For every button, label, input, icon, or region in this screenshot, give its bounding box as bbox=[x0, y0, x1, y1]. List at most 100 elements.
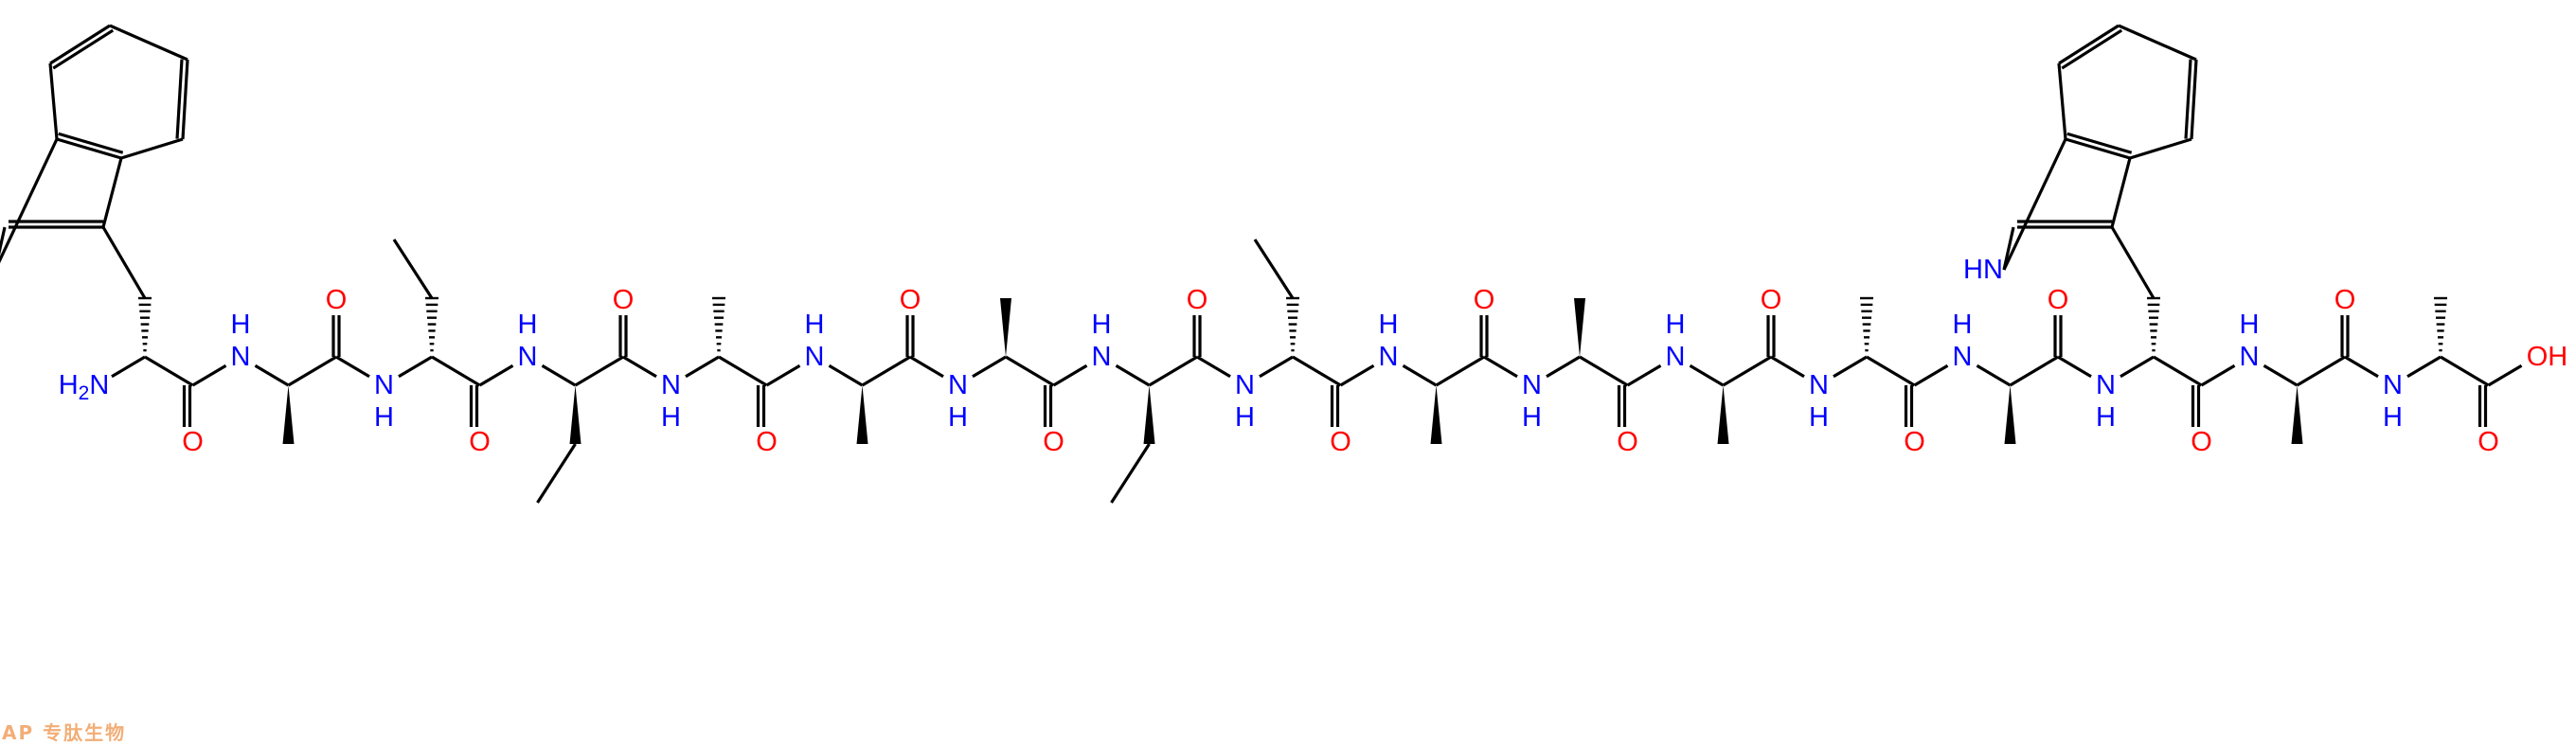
benzene-double-bond bbox=[2190, 59, 2198, 140]
side-chain-bond bbox=[2110, 226, 2156, 299]
backbone-bond bbox=[2263, 364, 2299, 387]
indole-double-bond bbox=[2066, 132, 2133, 154]
watermark-logo: AP 专肽生物 bbox=[2, 721, 127, 744]
backbone-bond bbox=[718, 355, 768, 387]
carbonyl-oxygen-label: O bbox=[900, 285, 921, 315]
amide-nitrogen-label: N bbox=[805, 342, 825, 372]
benzene-double-bond bbox=[49, 24, 111, 65]
backbone-bond bbox=[1005, 355, 1055, 387]
side-chain-bond bbox=[392, 239, 434, 299]
amide-hydrogen-label: H bbox=[805, 310, 825, 340]
backbone-bond bbox=[1913, 364, 1949, 387]
amide-hydrogen-label: H bbox=[1809, 402, 1829, 433]
benzene-double-bond bbox=[175, 59, 184, 139]
amide-hydrogen-label: H bbox=[1953, 310, 1973, 340]
side-chain-bond bbox=[101, 157, 123, 228]
benzene-double-bond bbox=[181, 59, 189, 140]
wedge-bond bbox=[569, 385, 581, 444]
atom-label-layer: H2NNHNHNHNHNHNHNHNHNHNHNHNHNHNHNHNHOOOOO… bbox=[59, 255, 2568, 457]
indole-nh-label: HN bbox=[1963, 255, 2003, 285]
amide-nitrogen-label: N bbox=[374, 370, 394, 400]
amide-nitrogen-label: N bbox=[231, 342, 251, 372]
backbone-bond bbox=[1626, 364, 1662, 387]
side-chain-bond bbox=[2118, 24, 2197, 62]
side-chain-bond bbox=[2129, 137, 2192, 160]
bond-layer bbox=[0, 24, 2523, 504]
backbone-bond bbox=[1976, 364, 2012, 387]
amide-hydrogen-label: H bbox=[948, 402, 968, 433]
backbone-bond bbox=[191, 364, 227, 387]
carbonyl-oxygen-label: O bbox=[1474, 285, 1495, 315]
backbone-bond bbox=[622, 355, 657, 379]
backbone-bond bbox=[2296, 355, 2346, 387]
benzene-double-bond bbox=[2061, 28, 2123, 70]
carbonyl-oxygen-label: O bbox=[2334, 285, 2356, 315]
c-terminus-bond bbox=[2487, 364, 2523, 387]
benzene-double-bond bbox=[2058, 24, 2120, 65]
amide-nitrogen-label: N bbox=[1235, 370, 1255, 400]
side-chain-bond bbox=[2110, 157, 2132, 228]
backbone-bond bbox=[2153, 355, 2203, 387]
amide-nitrogen-label: N bbox=[518, 342, 538, 372]
backbone-bond bbox=[111, 355, 146, 379]
amide-nitrogen-label: N bbox=[1666, 342, 1686, 372]
amide-nitrogen-label: N bbox=[948, 370, 968, 400]
wedge-bond bbox=[1430, 385, 1442, 444]
amide-nitrogen-label: N bbox=[1522, 370, 1542, 400]
side-chain-bond bbox=[536, 443, 577, 504]
amide-nitrogen-label: N bbox=[1809, 370, 1829, 400]
amide-nitrogen-label: N bbox=[1953, 342, 1973, 372]
amide-hydrogen-label: H bbox=[2383, 402, 2403, 433]
carbonyl-oxygen-label: O bbox=[2048, 285, 2069, 315]
backbone-bond bbox=[2440, 355, 2490, 387]
carbonyl-oxygen-label: O bbox=[1617, 427, 1638, 457]
backbone-bond bbox=[1722, 355, 1772, 387]
side-chain-bond bbox=[2057, 62, 2067, 140]
carbonyl-oxygen-label: O bbox=[182, 427, 204, 457]
backbone-bond bbox=[144, 355, 194, 387]
indole-bond bbox=[2002, 138, 2067, 271]
n-terminus-amine-label: H2N bbox=[59, 370, 110, 404]
backbone-bond bbox=[1689, 364, 1725, 387]
backbone-bond bbox=[972, 355, 1007, 379]
backbone-bond bbox=[2057, 355, 2092, 379]
amide-hydrogen-label: H bbox=[518, 310, 538, 340]
backbone-bond bbox=[2120, 355, 2155, 379]
backbone-bond bbox=[1483, 355, 1518, 379]
backbone-bond bbox=[1115, 364, 1151, 387]
amide-hydrogen-label: H bbox=[1666, 310, 1686, 340]
amide-hydrogen-label: H bbox=[231, 310, 251, 340]
backbone-bond bbox=[1259, 355, 1294, 379]
carbonyl-oxygen-label: O bbox=[756, 427, 778, 457]
carbonyl-oxygen-label: O bbox=[1043, 427, 1064, 457]
backbone-bond bbox=[1196, 355, 1231, 379]
amide-hydrogen-label: H bbox=[2096, 402, 2116, 433]
side-chain-bond bbox=[101, 226, 147, 299]
wedge-bond bbox=[2291, 385, 2303, 444]
backbone-bond bbox=[861, 355, 911, 387]
indole-bond bbox=[0, 138, 59, 264]
backbone-bond bbox=[1546, 355, 1581, 379]
backbone-bond bbox=[1435, 355, 1485, 387]
backbone-bond bbox=[2009, 355, 2059, 387]
backbone-bond bbox=[541, 364, 577, 387]
backbone-bond bbox=[2344, 355, 2379, 379]
carbonyl-oxygen-label: O bbox=[469, 427, 491, 457]
carbonyl-oxygen-label: O bbox=[1187, 285, 1208, 315]
side-chain-bond bbox=[1110, 443, 1151, 504]
backbone-bond bbox=[478, 364, 514, 387]
backbone-bond bbox=[2406, 355, 2442, 379]
wedge-bond bbox=[1000, 298, 1011, 357]
side-chain-bond bbox=[48, 62, 59, 140]
amide-nitrogen-label: N bbox=[1379, 342, 1399, 372]
backbone-bond bbox=[828, 364, 864, 387]
backbone-bond bbox=[1770, 355, 1805, 379]
wedge-bond bbox=[1143, 385, 1155, 444]
backbone-bond bbox=[685, 355, 720, 379]
indole-double-bond bbox=[58, 132, 124, 154]
wedge-bond bbox=[2004, 385, 2016, 444]
backbone-bond bbox=[1866, 355, 1916, 387]
amide-nitrogen-label: N bbox=[2096, 370, 2116, 400]
backbone-bond bbox=[1148, 355, 1198, 387]
